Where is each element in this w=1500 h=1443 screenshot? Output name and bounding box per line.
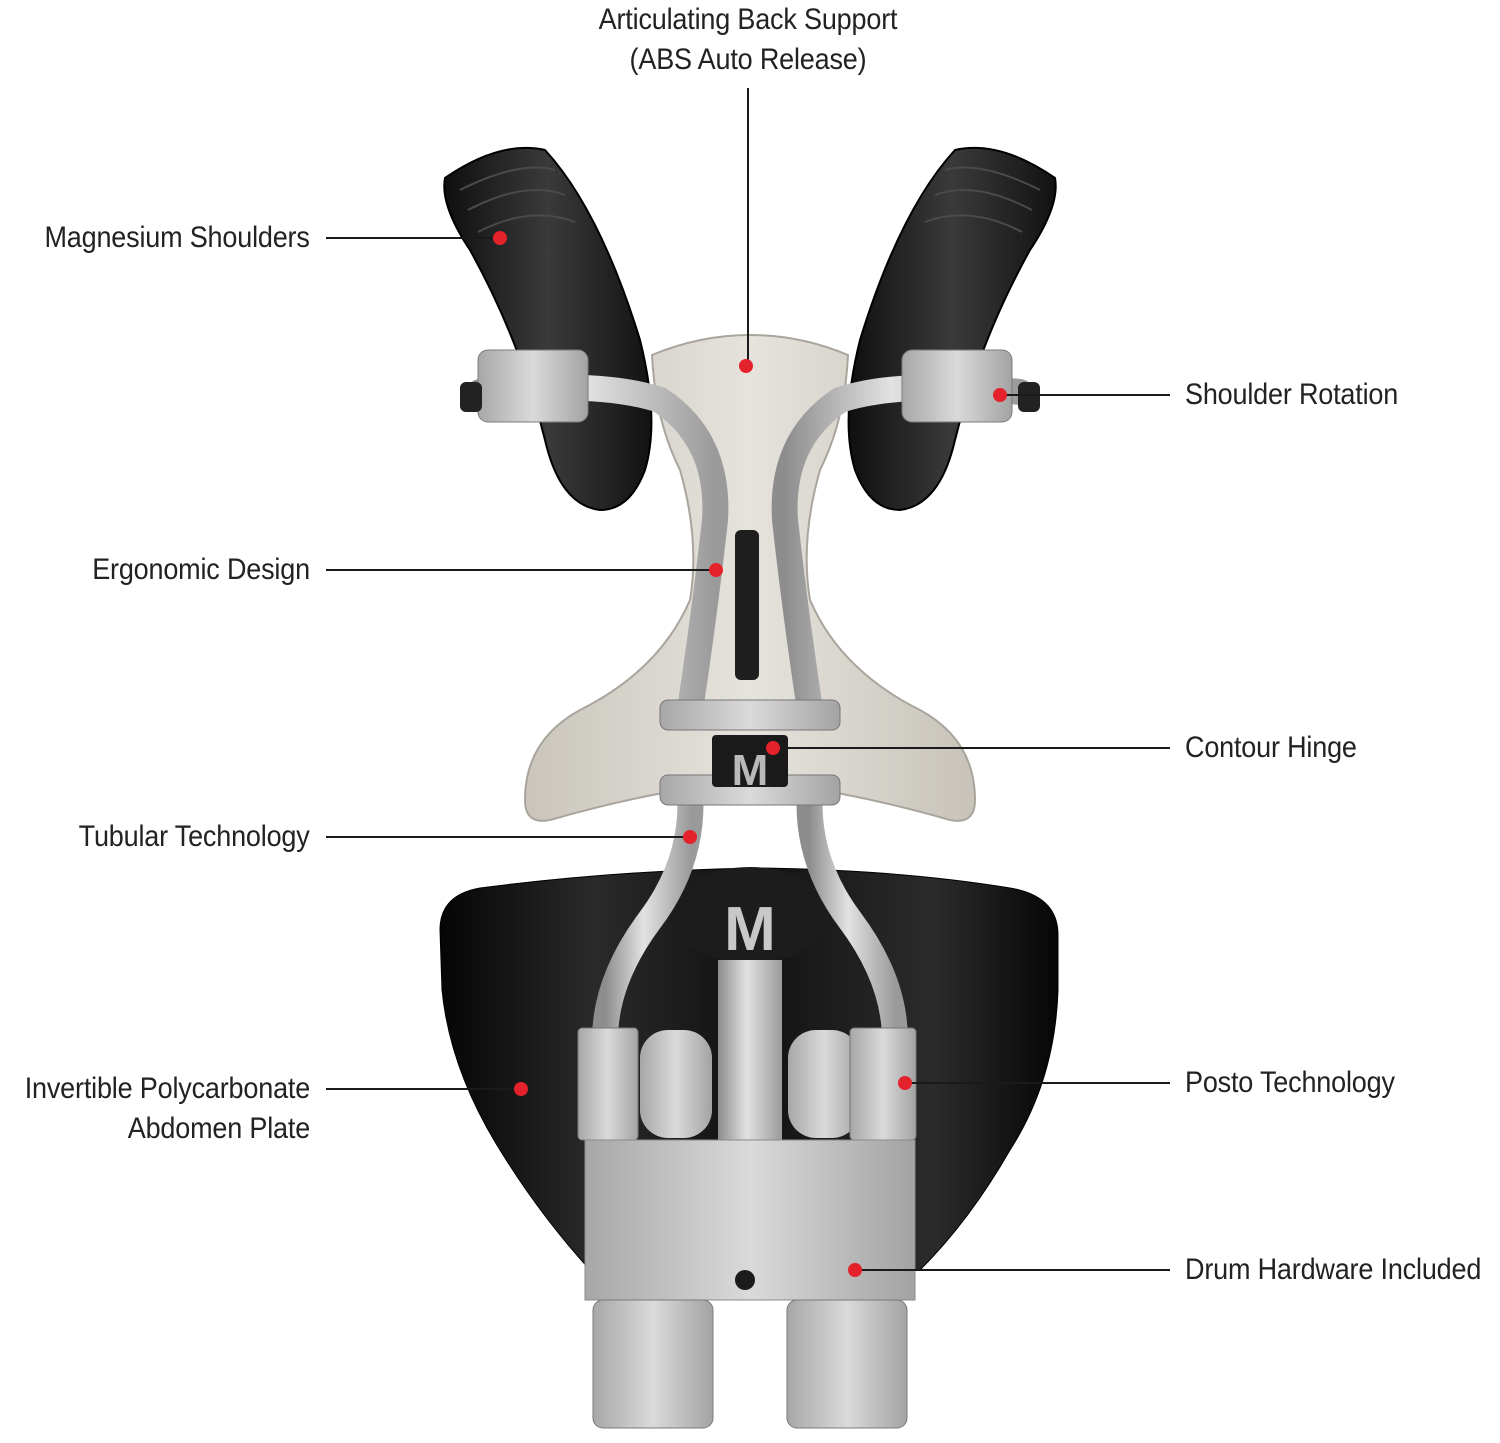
plate-logo-disc [670, 867, 830, 963]
right-posto-knurl [788, 1030, 860, 1138]
left-posto-knurl [640, 1030, 712, 1138]
label-abdomen-plate-line2: Abdomen Plate [127, 1112, 310, 1145]
marker-abdomen-plate [514, 1082, 528, 1096]
marker-magnesium-shoulders [493, 231, 507, 245]
right-shoulder-pad [847, 146, 1057, 512]
marker-drum-hardware [848, 1263, 862, 1277]
left-drum-mount [592, 1299, 714, 1429]
label-magnesium-shoulders: Magnesium Shoulders [44, 221, 310, 254]
marker-contour-hinge [766, 741, 780, 755]
hinge-upper-bar [659, 699, 841, 731]
label-drum-hardware: Drum Hardware Included [1185, 1253, 1482, 1286]
plate-logo-text: M [724, 895, 776, 964]
left-shoulder-cap [460, 382, 482, 412]
marker-ergonomic-design [709, 563, 723, 577]
bracket-knob [735, 1270, 755, 1290]
right-lower-tube [796, 777, 908, 1053]
shoulder-pad-ribs [459, 166, 1041, 233]
right-shoulder-block [901, 349, 1013, 423]
label-back-support-line1: Articulating Back Support [598, 3, 898, 36]
back-strap [735, 530, 759, 680]
label-abdomen-plate-line1: Invertible Polycarbonate [24, 1072, 311, 1105]
marker-shoulder-rotation [993, 388, 1007, 402]
hinge-logo: M [732, 746, 769, 795]
label-tubular-technology: Tubular Technology [79, 820, 310, 853]
label-contour-hinge: Contour Hinge [1185, 731, 1357, 764]
label-shoulder-rotation: Shoulder Rotation [1185, 378, 1399, 411]
marker-tubular-technology [683, 830, 697, 844]
right-drum-mount [786, 1299, 908, 1429]
label-back-support: Articulating Back Support (ABS Auto Rele… [523, 0, 973, 80]
label-posto-technology: Posto Technology [1185, 1066, 1395, 1099]
left-shoulder-block [477, 349, 589, 423]
label-back-support-line2: (ABS Auto Release) [629, 43, 867, 76]
marker-posto-technology [898, 1076, 912, 1090]
center-post [718, 960, 782, 1160]
left-posto-clamp [577, 1027, 639, 1141]
label-abdomen-plate: Invertible Polycarbonate Abdomen Plate [24, 1069, 311, 1149]
right-shoulder-cap [1018, 382, 1040, 412]
marker-back-support [739, 359, 753, 373]
callout-markers [493, 231, 1007, 1277]
left-shoulder-pad [443, 146, 653, 512]
label-ergonomic-design: Ergonomic Design [92, 553, 310, 586]
leader-lines [326, 88, 1170, 1271]
